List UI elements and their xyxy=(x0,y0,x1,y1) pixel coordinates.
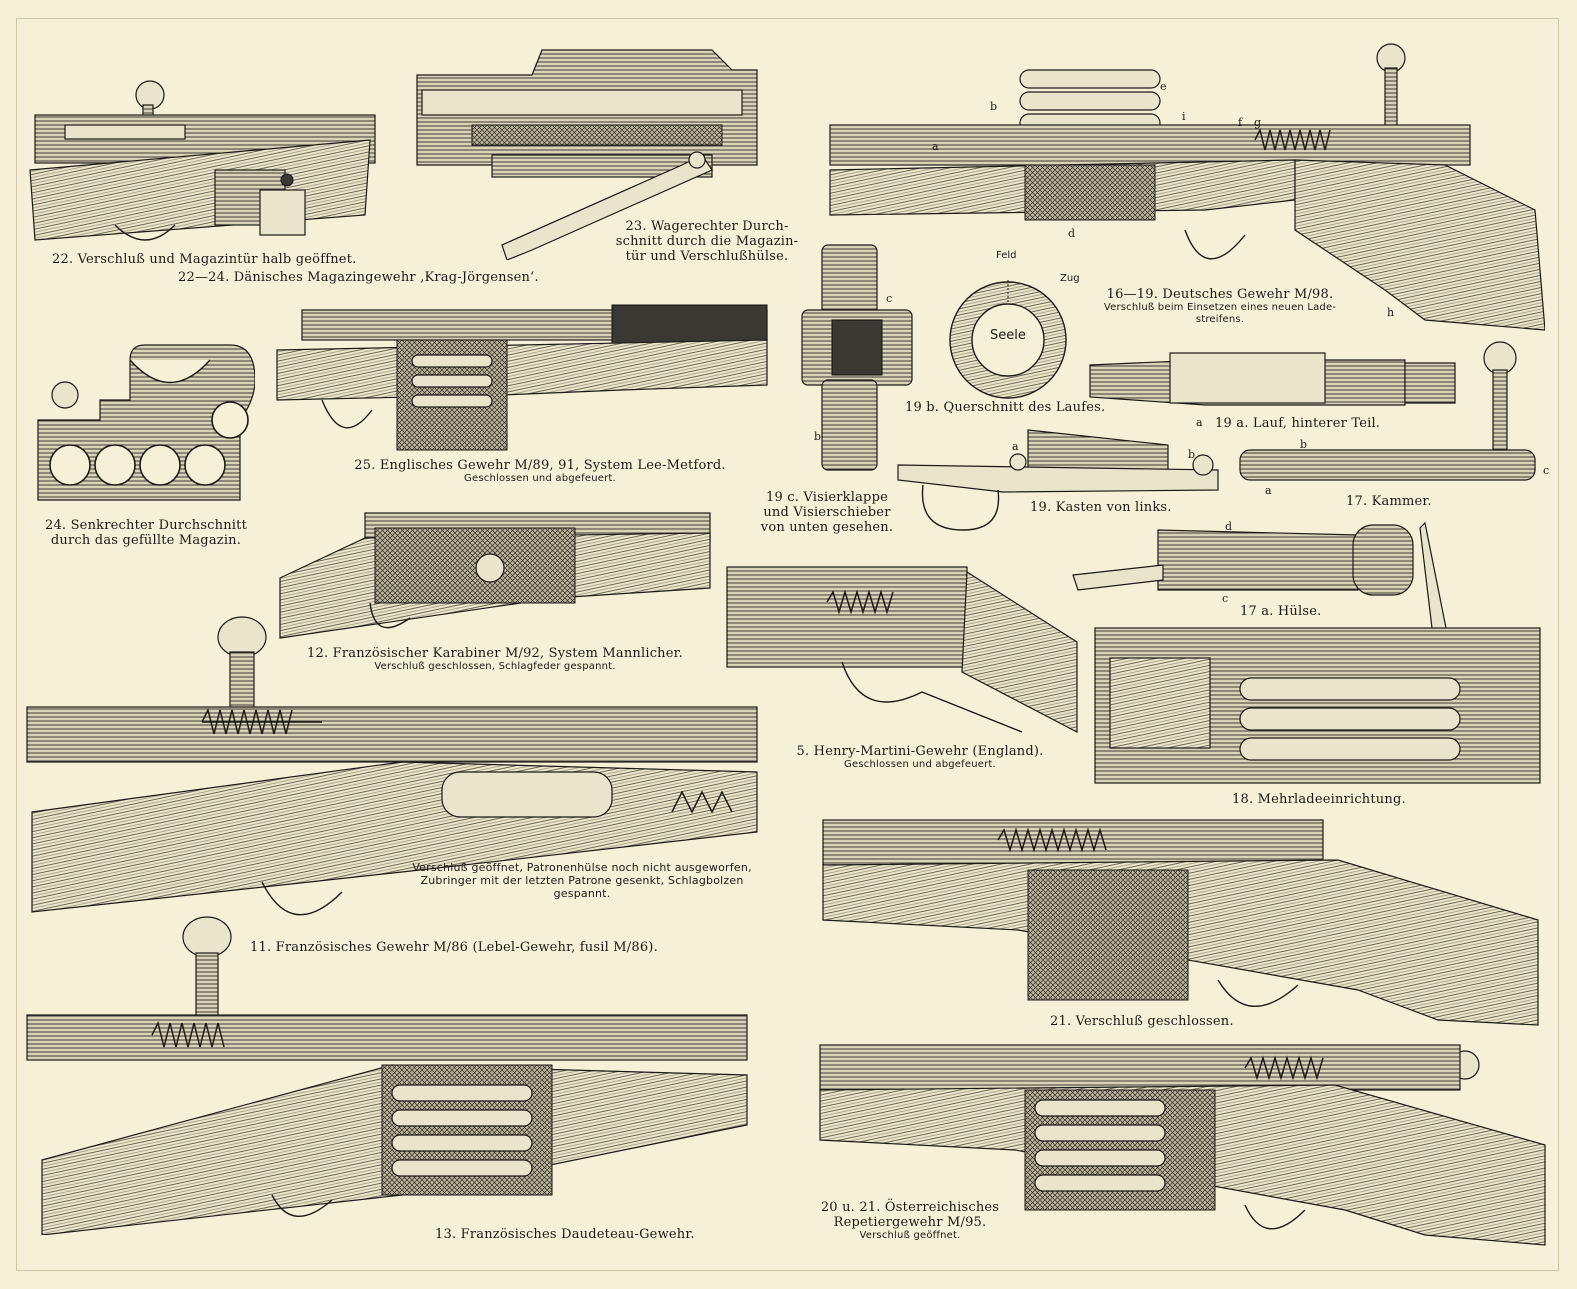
caption-fig17a: 17 a. Hülse. xyxy=(1240,604,1322,619)
figure-24-magazine-section xyxy=(30,340,255,505)
label-a-barrel: a xyxy=(1196,416,1203,429)
label-e-mauser: e xyxy=(1160,80,1167,93)
caption-fig20-21-title: 20 u. 21. Österreichisches Repetiergeweh… xyxy=(820,1200,1000,1230)
caption-fig11-note: Verschluß geöffnet, Patronenhülse noch n… xyxy=(412,861,752,900)
label-a-mauser: a xyxy=(932,140,939,153)
label-b-sight: b xyxy=(814,430,822,443)
label-d-mauser: d xyxy=(1068,227,1076,240)
label-c-huelse: c xyxy=(1222,592,1229,605)
caption-fig25-sub: Geschlossen und abgefeuert. xyxy=(464,473,616,484)
caption-fig25-title: 25. Englisches Gewehr M/89, 91, System L… xyxy=(354,458,726,473)
label-b-mauser: b xyxy=(990,100,998,113)
caption-fig12-sub: Verschluß geschlossen, Schlagfeder gespa… xyxy=(374,661,616,672)
label-b-receiver: b xyxy=(1188,448,1196,461)
caption-fig25: 25. Englisches Gewehr M/89, 91, System L… xyxy=(300,458,780,485)
caption-fig17: 17. Kammer. xyxy=(1346,494,1432,509)
label-b-bolt: b xyxy=(1300,438,1308,451)
caption-fig20-21: 20 u. 21. Österreichisches Repetiergeweh… xyxy=(800,1200,1020,1242)
figure-18-magazine-mechanism xyxy=(1090,518,1550,828)
label-f-mauser: f xyxy=(1238,116,1243,129)
caption-fig13: 13. Französisches Daudeteau-Gewehr. xyxy=(435,1227,695,1242)
caption-fig16-19-title: 16—19. Deutsches Gewehr M/98. xyxy=(1106,287,1334,302)
caption-fig22-24: 22—24. Dänisches Magazingewehr ‚Krag-Jör… xyxy=(178,270,539,285)
figure-12-mannlicher-carbine xyxy=(275,508,715,643)
caption-fig22: 22. Verschluß und Magazintür halb geöffn… xyxy=(52,252,357,267)
figure-16-19-mauser-98 xyxy=(825,40,1545,340)
caption-fig5-title: 5. Henry-Martini-Gewehr (England). xyxy=(796,744,1044,759)
label-g-mauser: g xyxy=(1254,116,1262,129)
figure-22-krag-action xyxy=(25,40,380,255)
figure-21-bolt-closed xyxy=(818,810,1543,1030)
caption-fig23: 23. Wagerechter Durch- schnitt durch die… xyxy=(615,219,799,264)
label-i-mauser: i xyxy=(1182,110,1186,123)
plate-border xyxy=(16,18,1559,1271)
figure-19-receiver xyxy=(893,420,1228,535)
caption-fig11: 11. Französisches Gewehr M/86 (Lebel-Gew… xyxy=(250,940,658,955)
figure-19b-bore-section xyxy=(946,280,1071,400)
label-seele: Seele xyxy=(990,328,1026,343)
label-a-receiver: a xyxy=(1012,440,1019,453)
caption-fig12: 12. Französischer Karabiner M/92, System… xyxy=(280,646,710,673)
label-d-huelse: d xyxy=(1225,520,1233,533)
caption-fig19a: 19 a. Lauf, hinterer Teil. xyxy=(1215,416,1381,431)
figure-11-lebel-rifle xyxy=(22,612,762,942)
caption-fig21: 21. Verschluß geschlossen. xyxy=(1050,1014,1234,1029)
caption-fig16-19: 16—19. Deutsches Gewehr M/98. Verschluß … xyxy=(1090,287,1350,326)
label-h-mauser: h xyxy=(1387,306,1395,319)
figure-17-bolt xyxy=(1235,340,1545,490)
figure-20-bolt-open xyxy=(815,1040,1550,1250)
figure-17a-receiver xyxy=(1068,520,1423,610)
caption-fig19b: 19 b. Querschnitt des Laufes. xyxy=(905,400,1106,415)
label-c-sight: c xyxy=(886,292,893,305)
caption-fig12-title: 12. Französischer Karabiner M/92, System… xyxy=(307,646,683,661)
caption-fig24: 24. Senkrechter Durchschnitt durch das g… xyxy=(44,518,248,548)
figure-13-daudeteau-rifle xyxy=(22,915,752,1235)
figure-19c-sight-leaf xyxy=(792,240,922,475)
caption-fig18: 18. Mehrladeeinrichtung. xyxy=(1232,792,1406,807)
label-a-bolt: a xyxy=(1265,484,1272,497)
figure-5-henry-martini xyxy=(722,562,1082,742)
caption-fig19: 19. Kasten von links. xyxy=(1030,500,1172,515)
caption-fig5-sub: Geschlossen und abgefeuert. xyxy=(844,759,996,770)
figure-23-section xyxy=(412,45,762,260)
figure-25-lee-metford xyxy=(272,300,772,460)
caption-fig5: 5. Henry-Martini-Gewehr (England). Gesch… xyxy=(760,744,1080,771)
caption-fig20-21-sub: Verschluß geöffnet. xyxy=(859,1230,961,1241)
label-c-bolt: c xyxy=(1543,464,1550,477)
label-zug: Zug xyxy=(1060,273,1080,284)
caption-fig16-19-sub: Verschluß beim Einsetzen eines neuen Lad… xyxy=(1103,302,1337,325)
figure-19a-barrel-rear xyxy=(1085,345,1465,415)
caption-fig19c: 19 c. Visierklappe und Visierschieber vo… xyxy=(760,490,894,535)
label-feld: Feld xyxy=(996,250,1017,261)
